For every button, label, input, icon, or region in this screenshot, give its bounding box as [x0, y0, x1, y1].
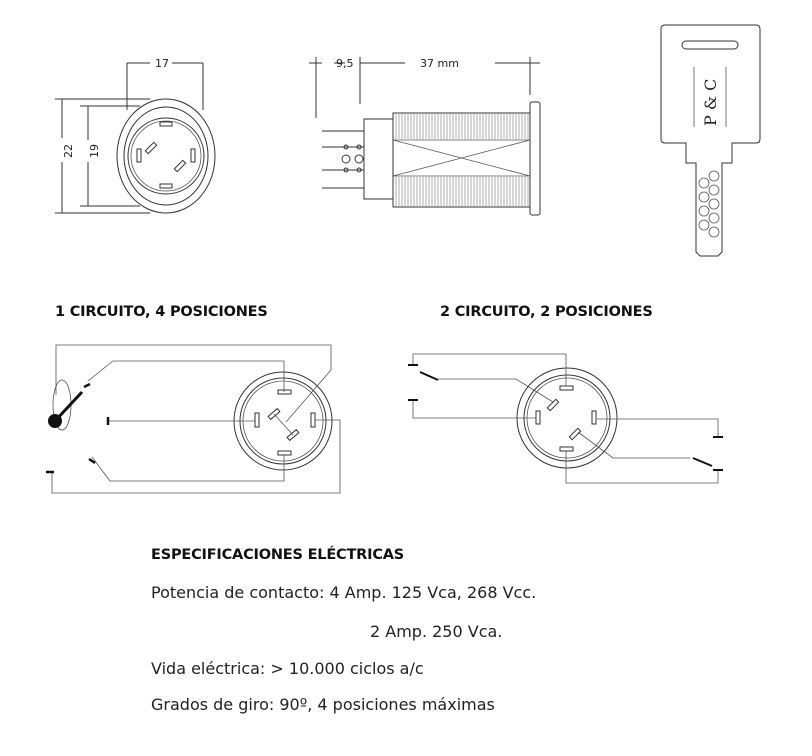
circuit-2-title: 2 CIRCUITO, 2 POSICIONES — [440, 304, 653, 320]
dim-19: 19 — [88, 144, 101, 158]
thread-lines — [395, 114, 529, 206]
spec-rotation: Grados de giro: 90º, 4 posiciones máxima… — [151, 695, 495, 714]
front-view: 17 22 19 — [55, 57, 216, 214]
dim-22: 22 — [62, 144, 75, 158]
spec-contact-power: Potencia de contacto: 4 Amp. 125 Vca, 26… — [151, 583, 537, 602]
circuit-2-diagram — [408, 353, 723, 484]
dim-37mm: 37 mm — [420, 57, 459, 70]
side-view: 9,5 37 mm — [309, 57, 541, 216]
circuit-1-diagram — [46, 344, 341, 494]
key-drawing: P & C — [660, 24, 761, 257]
spec-contact-power-2: 2 Amp. 250 Vca. — [370, 622, 503, 641]
spec-electrical-life: Vida eléctrica: > 10.000 ciclos a/c — [151, 659, 424, 678]
dim-9-5: 9,5 — [336, 57, 354, 70]
specs-title: ESPECIFICACIONES ELÉCTRICAS — [151, 547, 405, 563]
dim-17: 17 — [155, 57, 169, 70]
key-brand: P & C — [701, 79, 720, 126]
circuit-1-title: 1 CIRCUITO, 4 POSICIONES — [55, 304, 268, 320]
